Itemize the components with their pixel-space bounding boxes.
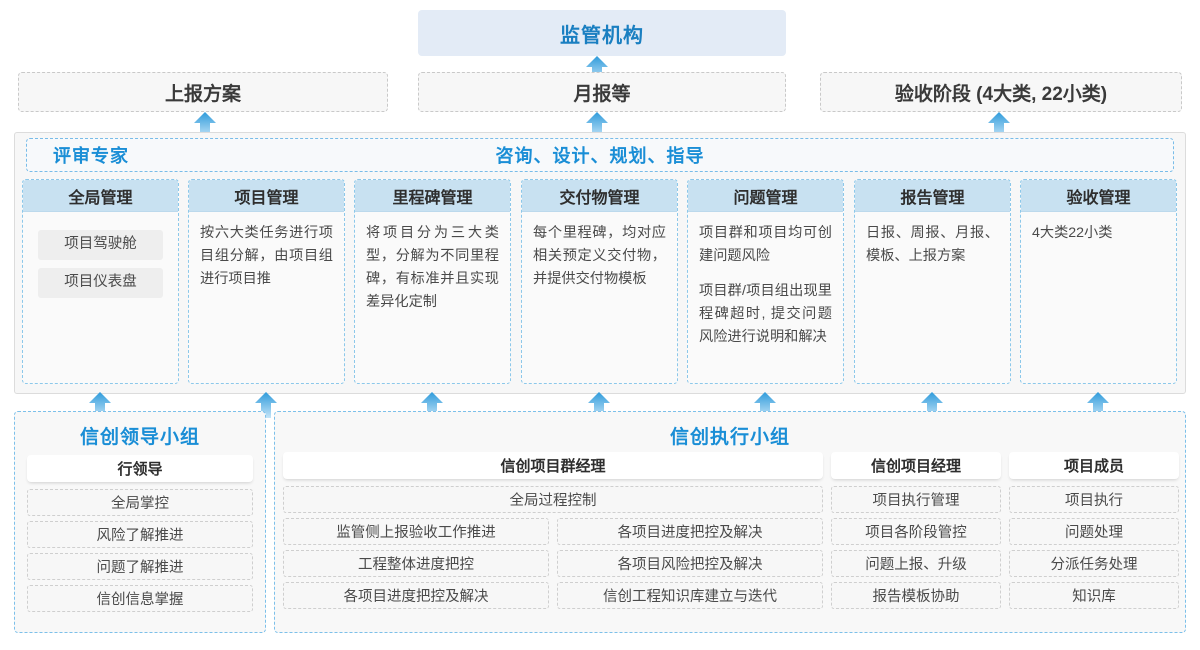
mgmt-column-milestone[interactable]: 里程碑管理 将项目分为三大类型，分解为不同里程碑，有标准并且实现差异化定制 [354, 179, 511, 384]
arrow-up-icon-col-7 [1087, 392, 1109, 418]
program-manager-left-task-3[interactable]: 各项目进度把控及解决 [283, 582, 549, 609]
project-member-task-1[interactable]: 项目执行 [1009, 486, 1179, 513]
arrow-up-icon-col-3 [421, 392, 443, 418]
mgmt-column-milestone-body: 将项目分为三大类型，分解为不同里程碑，有标准并且实现差异化定制 [355, 212, 510, 314]
report-plan-label: 上报方案 [164, 83, 241, 105]
mgmt-column-acceptance[interactable]: 验收管理 4大类22小类 [1020, 179, 1177, 384]
report-box-monthly: 月报等 [418, 72, 786, 112]
mgmt-column-report[interactable]: 报告管理 日报、周报、月报、模板、上报方案 [854, 179, 1011, 384]
arrow-up-icon-col-6 [921, 392, 943, 418]
arrow-up-icon-col-1 [89, 392, 111, 418]
execution-group-panel: 信创执行小组 信创项目群经理 全局过程控制 监管侧上报验收工作推进 工程整体进度… [274, 411, 1186, 633]
role-program-manager[interactable]: 信创项目群经理 [283, 452, 823, 479]
report-box-plan: 上报方案 [18, 72, 388, 112]
project-manager-task-1[interactable]: 项目执行管理 [831, 486, 1001, 513]
arrow-up-icon-col-5 [754, 392, 776, 418]
mgmt-column-report-body: 日报、周报、月报、模板、上报方案 [855, 212, 1010, 268]
leadership-task-4[interactable]: 信创信息掌握 [27, 585, 253, 612]
arrow-up-icon-to-report-month [586, 112, 608, 138]
mgmt-column-acceptance-body: 4大类22小类 [1021, 212, 1176, 245]
mgmt-column-issue[interactable]: 问题管理 项目群和项目均可创建问题风险 项目群/项目组出现里程碑超时, 提交问题… [687, 179, 844, 384]
review-experts-label: 评审专家 [53, 146, 129, 166]
consulting-header-bar: 评审专家 咨询、设计、规划、指导 [26, 138, 1174, 172]
mgmt-column-issue-title: 问题管理 [688, 180, 843, 212]
project-member-block: 项目成员 项目执行 问题处理 分派任务处理 知识库 [1009, 452, 1179, 609]
regulator-label: 监管机构 [560, 24, 644, 47]
mgmt-column-report-title: 报告管理 [855, 180, 1010, 212]
program-manager-right-task-2[interactable]: 各项目风险把控及解决 [557, 550, 823, 577]
leadership-role-bank-leader[interactable]: 行领导 [27, 455, 253, 482]
consulting-scope-label: 咨询、设计、规划、指导 [495, 146, 705, 166]
mgmt-column-acceptance-title: 验收管理 [1021, 180, 1176, 212]
arrow-up-icon-to-report-acceptance [988, 112, 1010, 138]
mgmt-column-issue-body: 项目群和项目均可创建问题风险 项目群/项目组出现里程碑超时, 提交问题风险进行说… [688, 212, 843, 349]
regulator-box: 监管机构 [418, 10, 786, 56]
program-manager-block: 信创项目群经理 全局过程控制 监管侧上报验收工作推进 工程整体进度把控 各项目进… [283, 452, 823, 609]
project-manager-block: 信创项目经理 项目执行管理 项目各阶段管控 问题上报、升级 报告模板协助 [831, 452, 1001, 609]
execution-group-title: 信创执行小组 [669, 427, 790, 448]
program-manager-right-task-1[interactable]: 各项目进度把控及解决 [557, 518, 823, 545]
leadership-group-panel: 信创领导小组 行领导 全局掌控 风险了解推进 问题了解推进 信创信息掌握 [14, 411, 266, 633]
pill-project-cockpit[interactable]: 项目驾驶舱 [38, 230, 163, 260]
program-manager-right-task-3[interactable]: 信创工程知识库建立与迭代 [557, 582, 823, 609]
mgmt-column-milestone-text: 将项目分为三大类型，分解为不同里程碑，有标准并且实现差异化定制 [366, 225, 499, 310]
mgmt-column-issue-text-2: 项目群/项目组出现里程碑超时, 提交问题风险进行说明和解决 [699, 283, 832, 345]
arrow-up-icon-col-4 [588, 392, 610, 418]
report-accept-label: 验收阶段 (4大类, 22小类) [894, 83, 1108, 105]
project-member-task-4[interactable]: 知识库 [1009, 582, 1179, 609]
mgmt-column-deliverable-title: 交付物管理 [522, 180, 677, 212]
program-manager-task-global[interactable]: 全局过程控制 [283, 486, 823, 513]
mgmt-column-global[interactable]: 全局管理 项目驾驶舱 项目仪表盘 [22, 179, 179, 384]
mgmt-column-report-text: 日报、周报、月报、模板、上报方案 [866, 225, 999, 264]
program-manager-left-task-1[interactable]: 监管侧上报验收工作推进 [283, 518, 549, 545]
program-manager-left-task-2[interactable]: 工程整体进度把控 [283, 550, 549, 577]
mgmt-column-global-body: 项目驾驶舱 项目仪表盘 [23, 212, 178, 298]
project-manager-task-2[interactable]: 项目各阶段管控 [831, 518, 1001, 545]
project-manager-task-4[interactable]: 报告模板协助 [831, 582, 1001, 609]
report-box-acceptance: 验收阶段 (4大类, 22小类) [820, 72, 1182, 112]
pill-project-dashboard[interactable]: 项目仪表盘 [38, 268, 163, 298]
mgmt-column-project-title: 项目管理 [189, 180, 344, 212]
project-member-task-3[interactable]: 分派任务处理 [1009, 550, 1179, 577]
mgmt-column-project-text: 按六大类任务进行项目组分解，由项目组进行项目推 [200, 225, 333, 287]
role-project-member[interactable]: 项目成员 [1009, 452, 1179, 479]
mgmt-column-global-title: 全局管理 [23, 180, 178, 212]
role-project-manager[interactable]: 信创项目经理 [831, 452, 1001, 479]
project-manager-task-3[interactable]: 问题上报、升级 [831, 550, 1001, 577]
leadership-group-title: 信创领导小组 [79, 427, 200, 448]
leadership-task-1[interactable]: 全局掌控 [27, 489, 253, 516]
leadership-task-2[interactable]: 风险了解推进 [27, 521, 253, 548]
project-member-task-2[interactable]: 问题处理 [1009, 518, 1179, 545]
leadership-task-3[interactable]: 问题了解推进 [27, 553, 253, 580]
mgmt-column-issue-text-1: 项目群和项目均可创建问题风险 [699, 225, 832, 264]
arrow-up-icon-col-2 [255, 392, 277, 418]
arrow-up-icon-month-to-regulator [586, 56, 608, 82]
mgmt-column-deliverable[interactable]: 交付物管理 每个里程碑，均对应相关预定义交付物，并提供交付物模板 [521, 179, 678, 384]
mgmt-column-milestone-title: 里程碑管理 [355, 180, 510, 212]
mgmt-column-acceptance-text: 4大类22小类 [1032, 225, 1113, 241]
arrow-up-icon-to-report-plan [194, 112, 216, 138]
mgmt-column-project-body: 按六大类任务进行项目组分解，由项目组进行项目推 [189, 212, 344, 291]
mgmt-column-project[interactable]: 项目管理 按六大类任务进行项目组分解，由项目组进行项目推 [188, 179, 345, 384]
report-month-label: 月报等 [573, 83, 631, 105]
mgmt-column-deliverable-text: 每个里程碑，均对应相关预定义交付物，并提供交付物模板 [533, 225, 666, 287]
mgmt-column-deliverable-body: 每个里程碑，均对应相关预定义交付物，并提供交付物模板 [522, 212, 677, 291]
